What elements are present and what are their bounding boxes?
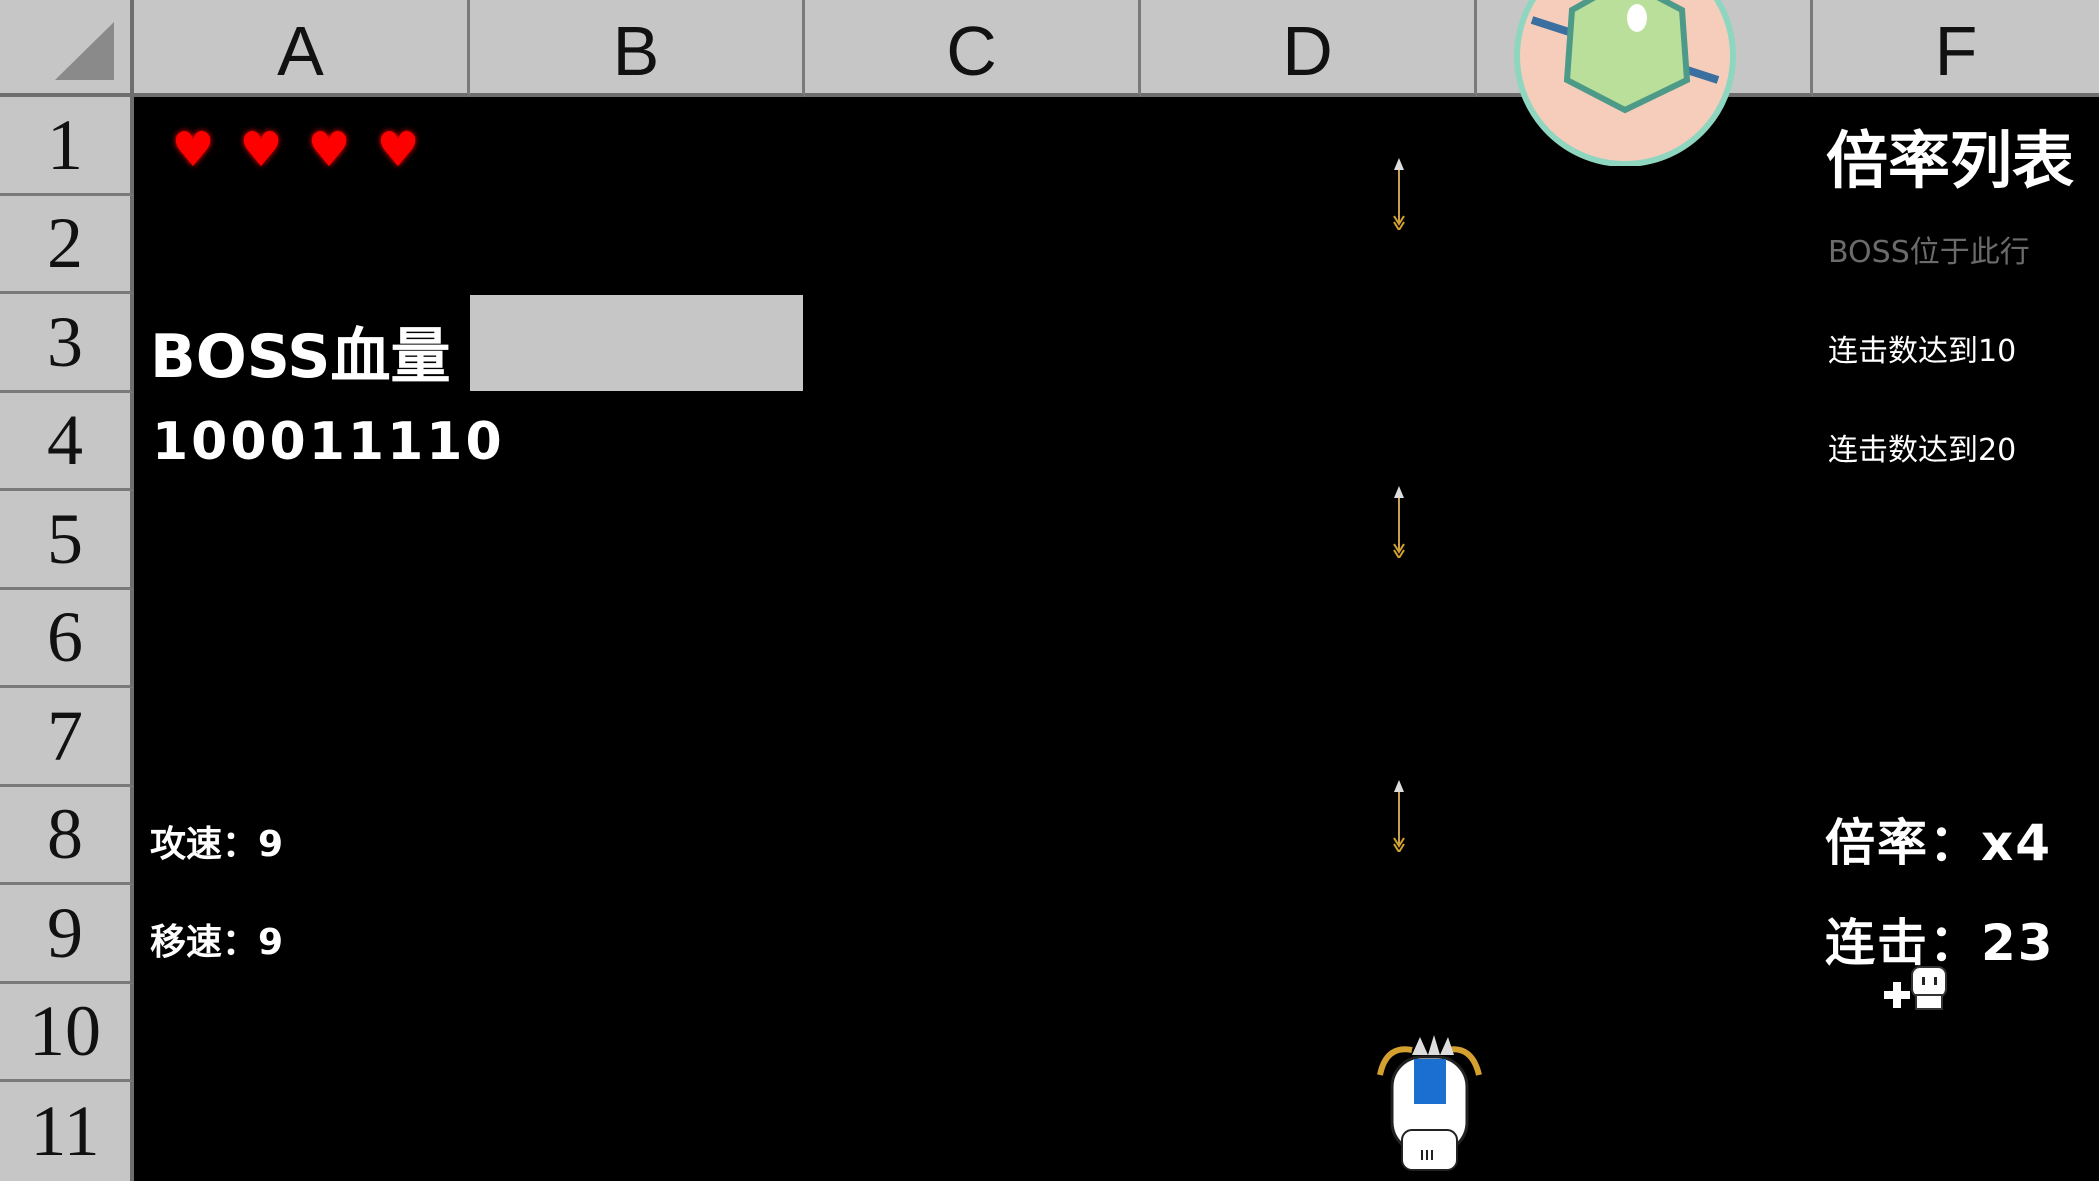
row-header-5[interactable]: 5 (0, 491, 134, 590)
row-header-8[interactable]: 8 (0, 787, 134, 885)
plus-ghost-icon (1884, 966, 1947, 1010)
attack-speed-stat: 攻速：9 (150, 824, 284, 865)
select-all-corner[interactable] (0, 0, 134, 97)
boss-shield-icon (1514, 0, 1736, 166)
move-speed-stat: 移速：9 (150, 922, 284, 963)
row-header-11[interactable]: 11 (0, 1082, 134, 1181)
row-header-6[interactable]: 6 (0, 590, 134, 688)
row-header-10[interactable]: 10 (0, 984, 134, 1082)
heart-life-icon: ♥ (171, 122, 215, 178)
boss-hp-label: BOSS血量 (150, 322, 451, 392)
boss-row-note: BOSS位于此行 (1828, 235, 2030, 270)
multiplier-list-title: 倍率列表 (1826, 124, 2075, 197)
corner-triangle-icon (55, 22, 114, 80)
arrow-projectile-icon (1393, 158, 1405, 230)
row-header-9[interactable]: 9 (0, 885, 134, 984)
column-header-b[interactable]: B (470, 0, 805, 97)
row-header-7[interactable]: 7 (0, 688, 134, 787)
boss-hp-value: 100011110 (152, 412, 505, 472)
column-header-d[interactable]: D (1141, 0, 1477, 97)
row-header-1[interactable]: 1 (0, 97, 134, 196)
row-header-2[interactable]: 2 (0, 196, 134, 294)
combo-tier-10: 连击数达到10 (1828, 334, 2017, 369)
heart-life-icon: ♥ (376, 122, 420, 178)
column-header-f[interactable]: F (1813, 0, 2099, 97)
column-header-a[interactable]: A (134, 0, 470, 97)
player-character-icon (1377, 1035, 1482, 1171)
combo-tier-20: 连击数达到20 (1828, 433, 2017, 468)
heart-life-icon: ♥ (307, 122, 351, 178)
arrow-projectile-icon (1393, 780, 1405, 852)
boss-hp-bar (470, 295, 803, 391)
multiplier-value: 倍率：x4 (1825, 814, 2053, 872)
combo-count: 连击：23 (1825, 914, 2055, 972)
arrow-projectile-icon (1393, 486, 1405, 558)
row-header-3[interactable]: 3 (0, 294, 134, 393)
row-header-4[interactable]: 4 (0, 393, 134, 491)
column-header-c[interactable]: C (805, 0, 1141, 97)
heart-life-icon: ♥ (239, 122, 283, 178)
